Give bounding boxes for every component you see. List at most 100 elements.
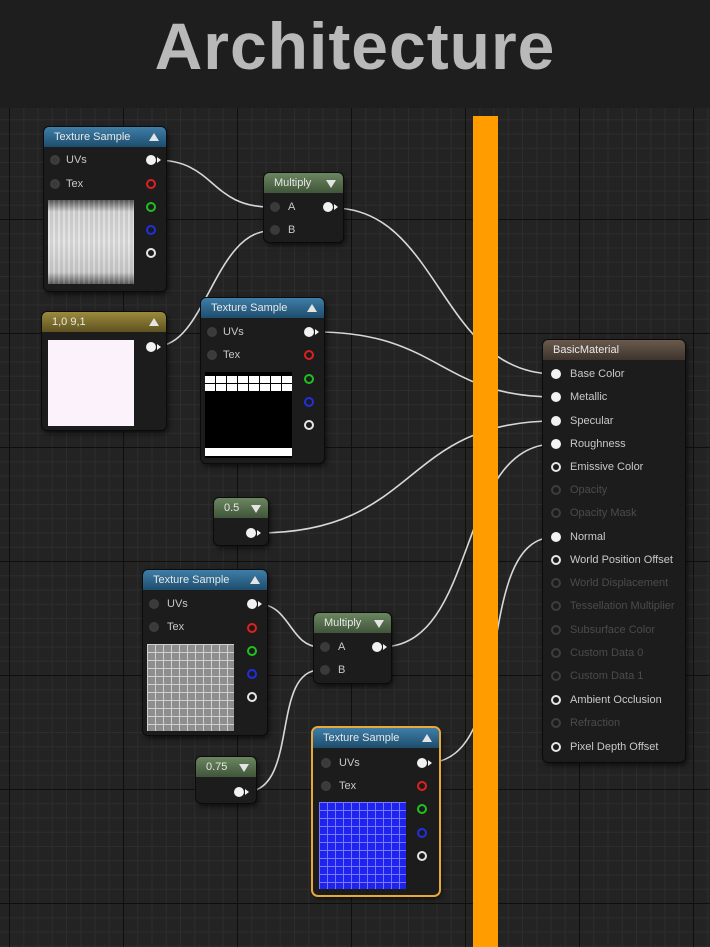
a-output-pin[interactable] [247,692,257,702]
collapse-arrow-icon[interactable] [250,576,260,584]
custom-data-1-label: Custom Data 1 [570,670,644,682]
a-output-pin[interactable] [304,420,314,430]
multiply-node-1[interactable]: Multiply A B [264,173,343,242]
node-header[interactable]: Multiply [314,613,391,633]
output-pin[interactable] [246,528,256,538]
texture-sample-node-1[interactable]: Texture Sample UVs Tex [44,127,166,291]
texture-sample-node-3[interactable]: Texture Sample UVs Tex [143,570,267,735]
collapse-arrow-icon[interactable] [239,764,249,772]
specular-pin[interactable] [551,416,561,426]
constant-node-0-75[interactable]: 0.75 [196,757,256,803]
tex-input-pin[interactable] [321,781,331,791]
rgb-output-pin[interactable] [146,155,156,165]
output-arrow-icon [257,530,261,536]
refraction-pin[interactable] [551,718,561,728]
ambient-occlusion-pin[interactable] [551,695,561,705]
world-position-offset-pin[interactable] [551,555,561,565]
uvs-label: UVs [223,326,244,338]
output-pin[interactable] [234,787,244,797]
tex-input-pin[interactable] [149,622,159,632]
r-output-pin[interactable] [417,781,427,791]
roughness-pin[interactable] [551,439,561,449]
a-output-pin[interactable] [146,248,156,258]
node-title: Multiply [274,177,312,189]
output-pin[interactable] [146,342,156,352]
output-arrow-icon [334,204,338,210]
output-pin[interactable] [372,642,382,652]
metallic-pin[interactable] [551,392,561,402]
collapse-arrow-icon[interactable] [374,620,384,628]
uvs-input-pin[interactable] [207,327,217,337]
node-title: Multiply [324,617,362,629]
tex-input-pin[interactable] [207,350,217,360]
opacity-mask-pin[interactable] [551,508,561,518]
pixel-depth-offset-pin[interactable] [551,742,561,752]
custom-data-0-pin[interactable] [551,648,561,658]
a-input-pin[interactable] [270,202,280,212]
output-pin[interactable] [323,202,333,212]
node-header[interactable]: Multiply [264,173,343,193]
base-color-label: Base Color [570,368,625,380]
multiply-node-2[interactable]: Multiply A B [314,613,391,683]
b-input-pin[interactable] [270,225,280,235]
rgb-output-arrow-icon [157,157,161,163]
normal-pin[interactable] [551,532,561,542]
rgb-output-pin[interactable] [247,599,257,609]
node-header[interactable]: Texture Sample [313,728,439,748]
normal-label: Normal [570,531,606,543]
b-input-pin[interactable] [320,665,330,675]
r-output-pin[interactable] [146,179,156,189]
r-output-pin[interactable] [304,350,314,360]
b-label: B [338,664,346,676]
opacity-pin[interactable] [551,485,561,495]
emissive-color-pin[interactable] [551,462,561,472]
basic-material-node[interactable]: BasicMaterial Base Color Metallic Specul… [543,340,685,762]
rgb-output-pin[interactable] [417,758,427,768]
node-header[interactable]: 1,0 9,1 [42,312,166,332]
texture-sample-node-2[interactable]: Texture Sample UVs Tex [201,298,324,463]
b-output-pin[interactable] [247,669,257,679]
a-label: A [338,641,346,653]
world-displacement-pin[interactable] [551,578,561,588]
base-color-pin[interactable] [551,369,561,379]
a-output-pin[interactable] [417,851,427,861]
uvs-input-pin[interactable] [50,155,60,165]
node-header[interactable]: 0.75 [196,757,256,777]
ambient-occlusion-label: Ambient Occlusion [570,694,662,706]
metallic-label: Metallic [570,391,608,403]
uvs-input-pin[interactable] [321,758,331,768]
a-input-pin[interactable] [320,642,330,652]
node-header[interactable]: Texture Sample [44,127,166,147]
node-header[interactable]: BasicMaterial [543,340,685,360]
texture-sample-node-4[interactable]: Texture Sample UVs Tex [313,728,439,895]
constant3-node[interactable]: 1,0 9,1 [42,312,166,430]
collapse-arrow-icon[interactable] [422,734,432,742]
collapse-arrow-icon[interactable] [149,133,159,141]
b-output-pin[interactable] [304,397,314,407]
custom-data-0-label: Custom Data 0 [570,647,644,659]
g-output-pin[interactable] [417,804,427,814]
node-header[interactable]: Texture Sample [201,298,324,318]
uvs-input-pin[interactable] [149,599,159,609]
g-output-pin[interactable] [146,202,156,212]
node-header[interactable]: Texture Sample [143,570,267,590]
g-output-pin[interactable] [247,646,257,656]
b-output-pin[interactable] [417,828,427,838]
node-title: Texture Sample [153,574,230,586]
collapse-arrow-icon[interactable] [326,180,336,188]
node-header[interactable]: 0.5 [214,498,268,518]
constant-node-0-5[interactable]: 0.5 [214,498,268,545]
collapse-arrow-icon[interactable] [251,505,261,513]
collapse-arrow-icon[interactable] [307,304,317,312]
output-arrow-icon [245,789,249,795]
a-label: A [288,201,296,213]
tessellation-multiplier-pin[interactable] [551,601,561,611]
tex-input-pin[interactable] [50,179,60,189]
r-output-pin[interactable] [247,623,257,633]
subsurface-color-pin[interactable] [551,625,561,635]
collapse-arrow-icon[interactable] [149,318,159,326]
rgb-output-pin[interactable] [304,327,314,337]
custom-data-1-pin[interactable] [551,671,561,681]
g-output-pin[interactable] [304,374,314,384]
b-output-pin[interactable] [146,225,156,235]
